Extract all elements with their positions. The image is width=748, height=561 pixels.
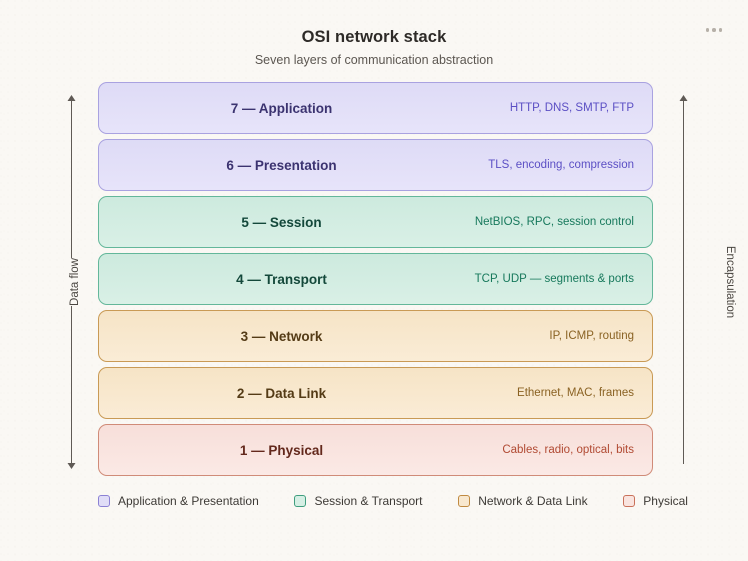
data-flow-arrowhead-up: [67, 95, 76, 101]
osi-layer-name: 6 — Presentation: [226, 157, 337, 173]
osi-layer-4[interactable]: 4 — Transport TCP, UDP — segments & ports: [98, 253, 653, 305]
osi-layer-detail: TLS, encoding, compression: [488, 159, 634, 171]
osi-layer-name: 7 — Application: [230, 100, 333, 116]
data-flow-axis: Data flow: [48, 95, 94, 469]
data-flow-arrowhead-down: [67, 463, 76, 469]
encapsulation-label: Encapsulation: [719, 245, 742, 319]
osi-layer-stack: 7 — Application HTTP, DNS, SMTP, FTP 6 — P…: [98, 82, 653, 481]
osi-layer-7[interactable]: 7 — Application HTTP, DNS, SMTP, FTP: [98, 82, 653, 134]
kebab-menu-icon[interactable]: [702, 24, 727, 36]
legend-swatch-icon: [623, 495, 636, 507]
kebab-dot-1: [705, 28, 709, 32]
encapsulation-axis: Encapsulation: [660, 95, 742, 464]
kebab-dot-3: [718, 28, 722, 32]
osi-layer-name: 5 — Session: [241, 214, 322, 230]
osi-layer-2[interactable]: 2 — Data Link Ethernet, MAC, frames: [98, 367, 653, 419]
osi-layer-detail: TCP, UDP — segments & ports: [474, 273, 634, 285]
osi-layer-name: 1 — Physical: [239, 442, 324, 458]
osi-layer-detail: IP, ICMP, routing: [549, 330, 634, 342]
legend-item[interactable]: Application & Presentation: [98, 494, 259, 508]
page-subtitle: Seven layers of communication abstractio…: [254, 53, 494, 67]
osi-layer-1[interactable]: 1 — Physical Cables, radio, optical, bits: [98, 424, 653, 476]
legend-item[interactable]: Physical: [623, 494, 688, 508]
legend-swatch-icon: [294, 495, 307, 507]
osi-layer-detail: HTTP, DNS, SMTP, FTP: [509, 102, 634, 114]
legend-label: Session & Transport: [314, 494, 423, 508]
osi-layer-5[interactable]: 5 — Session NetBIOS, RPC, session control: [98, 196, 653, 248]
page-title: OSI network stack: [301, 28, 447, 46]
osi-layer-detail: Ethernet, MAC, frames: [517, 387, 634, 399]
osi-layer-name: 2 — Data Link: [236, 385, 327, 401]
osi-layer-3[interactable]: 3 — Network IP, ICMP, routing: [98, 310, 653, 362]
osi-layer-name: 4 — Transport: [236, 271, 327, 287]
osi-layer-6[interactable]: 6 — Presentation TLS, encoding, compressi…: [98, 139, 653, 191]
legend-swatch-icon: [458, 495, 471, 507]
osi-layer-detail: Cables, radio, optical, bits: [502, 444, 634, 456]
legend-label: Application & Presentation: [118, 494, 259, 508]
osi-layer-name: 3 — Network: [240, 328, 323, 344]
legend: Application & Presentation Session & Tran…: [98, 494, 688, 508]
legend-label: Physical: [643, 494, 688, 508]
osi-layer-detail: NetBIOS, RPC, session control: [474, 216, 634, 228]
legend-item[interactable]: Network & Data Link: [458, 494, 588, 508]
encapsulation-arrowhead-up: [679, 95, 688, 101]
legend-item[interactable]: Session & Transport: [294, 494, 423, 508]
encapsulation-axis-line: [683, 100, 684, 464]
kebab-dot-2: [712, 28, 716, 32]
legend-swatch-icon: [98, 495, 110, 507]
data-flow-label: Data flow: [63, 258, 86, 306]
legend-label: Network & Data Link: [478, 494, 588, 508]
